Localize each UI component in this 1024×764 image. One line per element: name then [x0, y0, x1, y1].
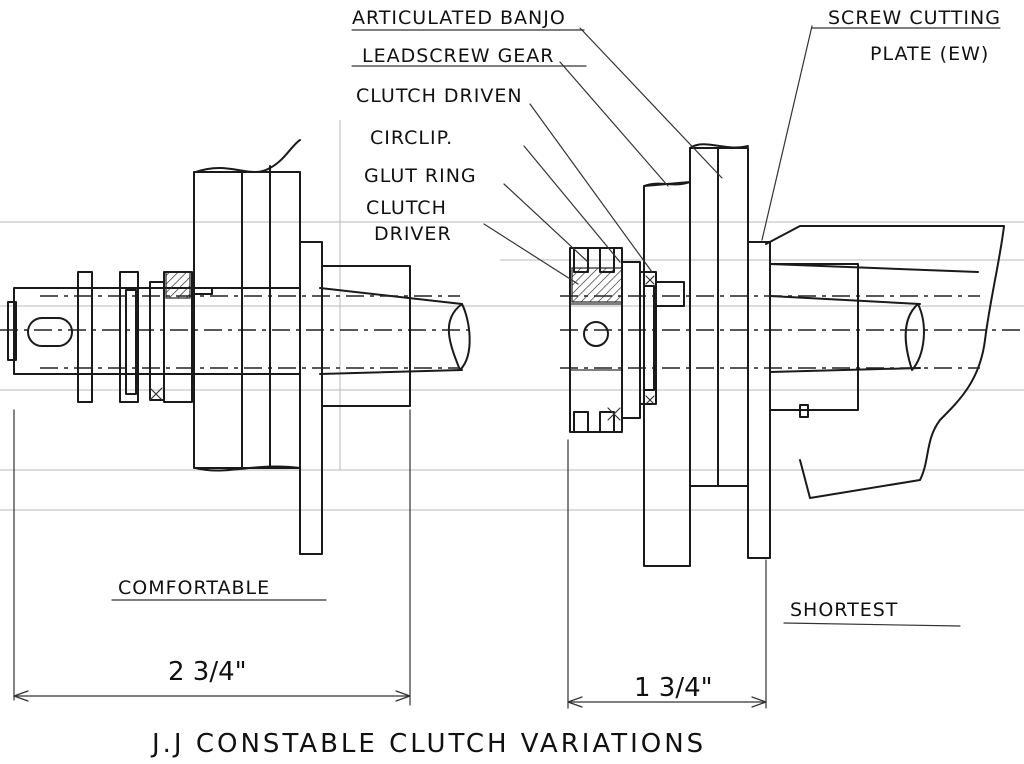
label-articulated-banjo: Articulated Banjo: [352, 7, 566, 29]
label-clutch-driven: Clutch Driven: [356, 85, 523, 107]
label-screw-cutting-plate-2: Plate (EW): [870, 43, 989, 65]
shortest-label: SHORTEST: [790, 599, 898, 621]
label-clutch-driver-1: Clutch: [366, 197, 447, 219]
comfortable-dimension-label: 2 3/4": [168, 657, 247, 687]
shortest-assembly: [560, 143, 1024, 567]
label-circlip: Circlip.: [370, 127, 453, 149]
label-leadscrew-gear: Leadscrew Gear: [362, 45, 555, 67]
label-clutch-driver-2: Driver: [374, 223, 452, 245]
drawing-caption: J.J CONSTABLE CLUTCH VARIATIONS: [150, 729, 706, 759]
shortest-dimension-label: 1 3/4": [634, 673, 713, 703]
label-screw-cutting-plate-1: Screw Cutting: [828, 7, 1001, 29]
comfortable-assembly: [0, 139, 471, 555]
label-glut-ring: Glut Ring: [364, 165, 477, 187]
comfortable-dimension: [13, 409, 411, 706]
callout-leaders: [351, 25, 1001, 285]
comfortable-label: COMFORTABLE: [118, 577, 270, 599]
construction-lines: [0, 120, 1024, 511]
shortest-dimension: [567, 439, 767, 709]
